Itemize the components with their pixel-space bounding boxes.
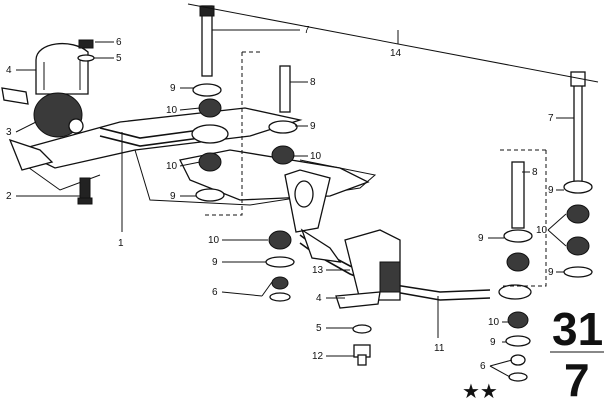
right-bracket-drawing bbox=[300, 228, 401, 366]
label-12: 12 bbox=[312, 351, 324, 362]
label-10e: 10 bbox=[536, 225, 548, 236]
label-6b: 6 bbox=[212, 287, 218, 298]
label-9e: 9 bbox=[548, 185, 554, 196]
label-13: 13 bbox=[312, 265, 324, 276]
page-number-top: 31 bbox=[552, 303, 603, 355]
label-8b: 8 bbox=[532, 167, 538, 178]
label-9d: 9 bbox=[212, 257, 218, 268]
label-9f: 9 bbox=[478, 233, 484, 244]
group-outlines bbox=[202, 51, 547, 287]
page-number-bottom: 7 bbox=[564, 354, 590, 400]
star-marks: ★★ bbox=[462, 379, 498, 400]
stabilizer-bar-drawing bbox=[8, 107, 491, 301]
page-number: 31 7 bbox=[552, 303, 603, 400]
label-10d: 10 bbox=[208, 235, 220, 246]
label-9h: 9 bbox=[490, 337, 496, 348]
label-1: 1 bbox=[118, 238, 124, 249]
leader-lines bbox=[15, 3, 604, 378]
label-7: 7 bbox=[304, 25, 310, 36]
label-6c: 6 bbox=[480, 361, 486, 372]
label-5: 5 bbox=[116, 53, 122, 64]
label-14: 14 bbox=[390, 48, 402, 59]
label-5b: 5 bbox=[316, 323, 322, 334]
label-8: 8 bbox=[310, 77, 316, 88]
center-bolt-stack-drawing bbox=[191, 5, 298, 202]
label-10f: 10 bbox=[488, 317, 500, 328]
label-9b: 9 bbox=[310, 121, 316, 132]
left-bracket-drawing bbox=[1, 39, 95, 205]
label-4b: 4 bbox=[316, 293, 322, 304]
label-2: 2 bbox=[6, 191, 12, 202]
label-10b: 10 bbox=[310, 151, 322, 162]
part-labels: 1 2 3 4 4 5 5 6 6 6 7 7 8 8 9 9 9 9 9 9 … bbox=[6, 25, 554, 372]
label-11: 11 bbox=[434, 343, 445, 354]
label-9c: 9 bbox=[170, 191, 176, 202]
right-bolt-stack-drawing bbox=[498, 71, 593, 382]
label-3: 3 bbox=[6, 127, 12, 138]
label-10a: 10 bbox=[166, 105, 178, 116]
label-7b: 7 bbox=[548, 113, 554, 124]
label-4: 4 bbox=[6, 65, 12, 76]
label-10c: 10 bbox=[166, 161, 178, 172]
label-9g: 9 bbox=[548, 267, 554, 278]
label-6: 6 bbox=[116, 37, 122, 48]
lower-center-stack-drawing bbox=[265, 230, 295, 302]
label-9a: 9 bbox=[170, 83, 176, 94]
